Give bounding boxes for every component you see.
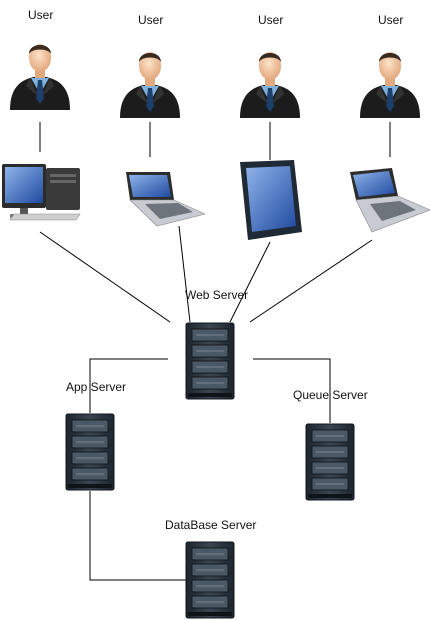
queue-server-label: Queue Server [293, 388, 368, 402]
web-server-icon [185, 322, 235, 400]
connector-laptop1-web [178, 225, 191, 323]
connector-desktop-web [39, 231, 171, 323]
queue-server-icon [305, 423, 355, 501]
user-label-1: User [28, 8, 54, 22]
database-server-icon [185, 541, 235, 619]
user-label-2: User [138, 13, 164, 27]
laptop-icon [126, 172, 206, 227]
connector-web-queue [253, 358, 331, 423]
web-server-label: Web Server [185, 288, 249, 302]
connection-lines [39, 122, 391, 581]
laptop-icon [350, 168, 430, 233]
connector-laptop2-web [249, 239, 373, 323]
user-figure-2 [120, 52, 180, 118]
user-label-3: User [258, 13, 284, 27]
connector-app-database [89, 491, 186, 581]
user-figure-4 [360, 52, 420, 118]
user-label-4: User [378, 13, 404, 27]
app-server-icon [65, 413, 115, 491]
tablet-icon [240, 160, 302, 240]
connector-web-app [89, 358, 168, 413]
app-server-label: App Server [66, 380, 127, 394]
database-server-label: DataBase Server [165, 518, 257, 532]
user-figure-1 [10, 44, 70, 110]
user-figure-3 [240, 52, 300, 118]
desktop-computer-icon [2, 164, 81, 221]
connector-tablet-web [229, 241, 271, 323]
